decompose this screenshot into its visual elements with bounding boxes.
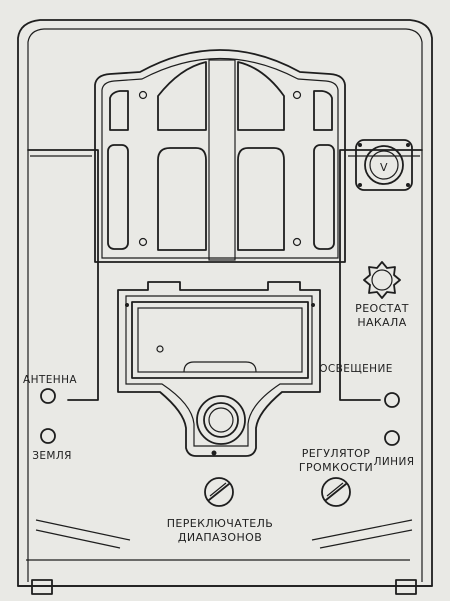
side-trim-left — [27, 149, 131, 549]
volume-label-line2: ГРОМКОСТИ — [299, 461, 373, 474]
rheostat-knob[interactable] — [363, 261, 401, 299]
ground-label: ЗЕМЛЯ — [32, 450, 72, 462]
side-trim-right — [311, 149, 423, 549]
lighting-jack[interactable] — [384, 392, 400, 408]
cabinet-feet — [31, 579, 417, 595]
volume-label-line1: РЕГУЛЯТОР — [302, 447, 371, 460]
ground-jack[interactable] — [40, 428, 56, 444]
rheostat-label-line1: РЕОСТАТ — [355, 302, 409, 315]
antenna-jack[interactable] — [40, 388, 56, 404]
rheostat-label-line2: НАКАЛА — [357, 316, 406, 329]
volume-knob[interactable] — [321, 477, 351, 507]
band-switch-label-line1: ПЕРЕКЛЮЧАТЕЛЬ — [167, 517, 274, 530]
band-switch-knob[interactable] — [204, 477, 234, 507]
cabinet-outline — [17, 19, 433, 587]
speaker-grille — [94, 49, 346, 263]
lighting-label: ОСВЕЩЕНИЕ — [319, 363, 393, 375]
voltmeter-gauge: V — [355, 139, 413, 191]
band-switch-label-line2: ДИАПАЗОНОВ — [178, 531, 262, 544]
antenna-label: АНТЕННА — [23, 374, 77, 386]
line-label: ЛИНИЯ — [374, 456, 415, 468]
tuning-dial-window — [117, 281, 321, 457]
voltmeter-symbol: V — [380, 161, 388, 174]
line-jack[interactable] — [384, 430, 400, 446]
tuning-knob[interactable] — [196, 395, 246, 456]
